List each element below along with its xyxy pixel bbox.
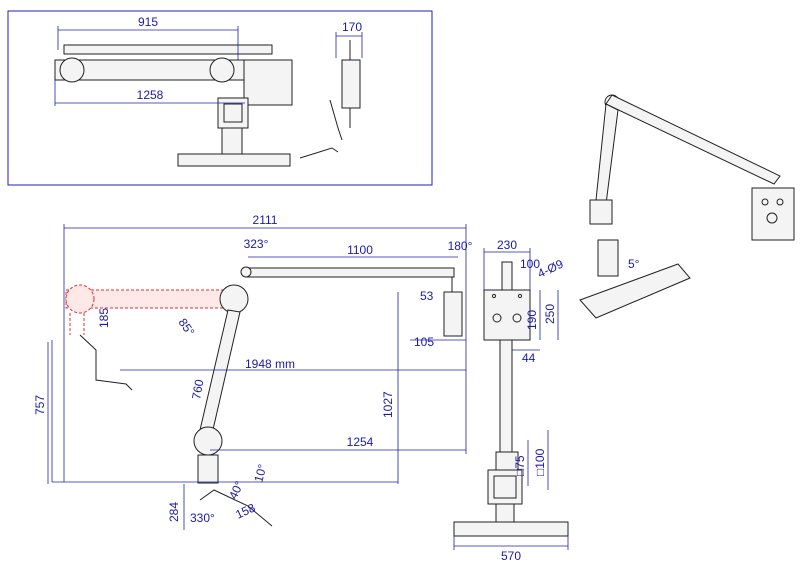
dim-760: 760 (189, 378, 206, 400)
dim-250: 250 (543, 304, 557, 324)
side-view-inset (299, 40, 361, 159)
dim-top-width: 915 (138, 15, 158, 29)
isometric-view: 5° (579, 94, 795, 319)
dim-angle-85: 85° (176, 316, 198, 339)
front-elevation: 230 100 4-Ø9 190 250 44 □75 □100 570 (453, 238, 569, 563)
dim-1254: 1254 (347, 435, 374, 449)
dim-top-depth: 170 (342, 20, 362, 34)
dim-arm-upper: 1100 (347, 243, 373, 257)
alternate-position (65, 284, 229, 335)
dim-185: 185 (97, 308, 111, 328)
dim-10: 10° (251, 462, 269, 483)
dim-757: 757 (33, 395, 47, 415)
dim-1027: 1027 (381, 391, 395, 418)
dim-front-100: 100 (520, 257, 540, 271)
dim-top-length: 1258 (137, 88, 164, 102)
dim-sq75: □75 (513, 455, 527, 476)
dim-angle-323: 323° (244, 237, 269, 251)
top-view-inset: 915 1258 170 (7, 10, 433, 186)
dim-reach: 1948 mm (245, 357, 295, 371)
dim-44: 44 (522, 351, 536, 365)
main-elevation: 2111 1100 323° 180° 53 105 185 85° (33, 213, 473, 530)
dim-base-width: 570 (501, 549, 521, 563)
dim-158: 158 (233, 500, 257, 521)
dim-sq100: □100 (533, 448, 547, 476)
top-view-arm (54, 44, 293, 167)
dim-53: 53 (420, 289, 434, 303)
dim-front-width: 230 (497, 238, 517, 252)
dim-330: 330° (190, 511, 215, 525)
dim-angle-180: 180° (448, 239, 473, 253)
dim-overall: 2111 (253, 213, 278, 227)
iso-angle-label: 5° (628, 257, 640, 271)
dim-190: 190 (525, 310, 539, 330)
dim-284: 284 (167, 502, 181, 522)
dim-105: 105 (414, 335, 434, 349)
